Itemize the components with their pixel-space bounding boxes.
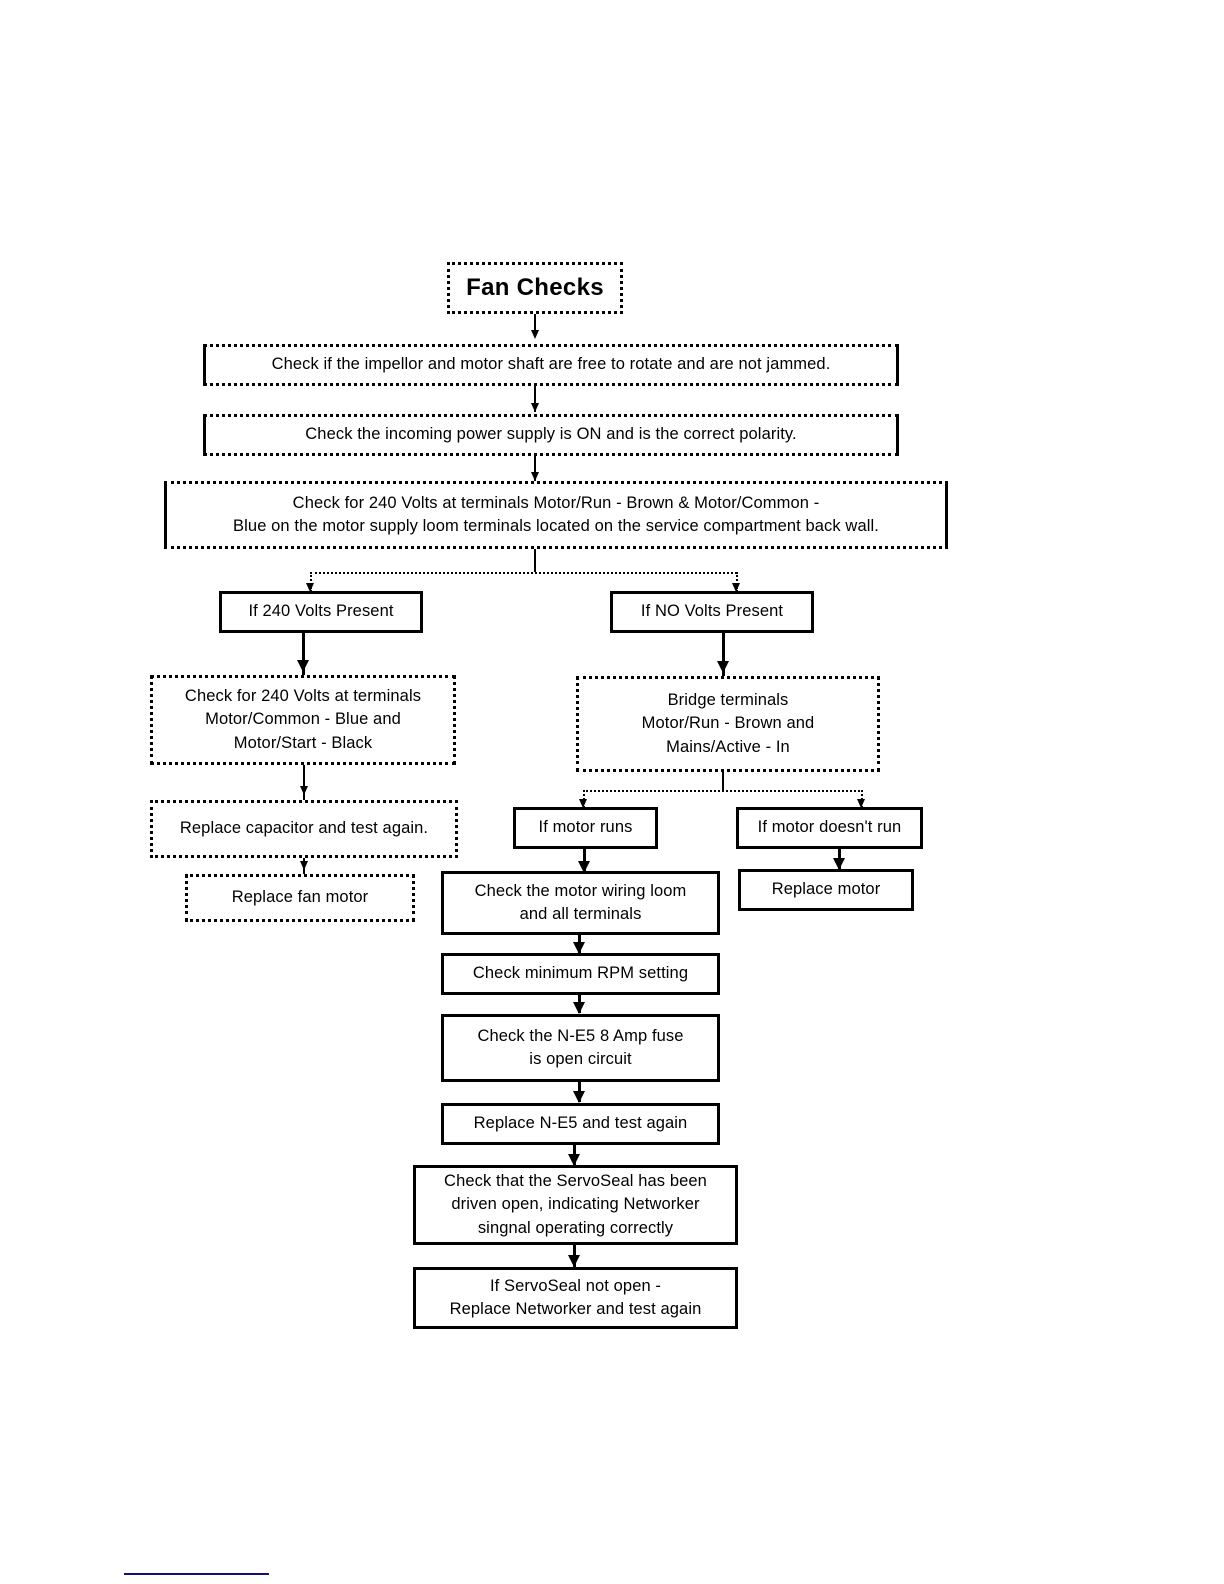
node-label: Check the N-E5 8 Amp fuse is open circui…	[477, 1026, 684, 1068]
node-label: Check the motor wiring loom and all term…	[474, 881, 687, 923]
connector-motor-split-bus	[583, 790, 863, 792]
node-if-motor-doesnt-run: If motor doesn't run	[736, 807, 923, 849]
node-label: Check minimum RPM setting	[472, 964, 689, 983]
node-label: If NO Volts Present	[640, 602, 784, 621]
node-if-motor-runs: If motor runs	[513, 807, 658, 849]
node-check-minimum-rpm: Check minimum RPM setting	[441, 953, 720, 995]
node-check-power-supply: Check the incoming power supply is ON an…	[203, 414, 899, 456]
node-label: Replace motor	[771, 880, 881, 899]
footer-rule	[124, 1573, 269, 1575]
node-label: If ServoSeal not open - Replace Networke…	[449, 1276, 702, 1318]
node-label: Check for 240 Volts at terminals Motor/C…	[184, 686, 422, 752]
arrowhead-check-terminals	[297, 660, 309, 672]
connector-check-terminals-to-capacitor	[303, 765, 305, 800]
arrowhead-volts-present	[306, 583, 314, 592]
node-check-ne5-fuse: Check the N-E5 8 Amp fuse is open circui…	[441, 1014, 720, 1082]
node-replace-fan-motor: Replace fan motor	[185, 874, 415, 922]
node-label: Check the incoming power supply is ON an…	[305, 425, 797, 444]
node-replace-capacitor: Replace capacitor and test again.	[150, 800, 458, 858]
arrowhead-check-rpm	[573, 942, 585, 954]
arrowhead-replace-motor	[833, 858, 845, 870]
connector-volts-present-to-check-terminals	[302, 633, 305, 675]
arrowhead-check-fuse	[573, 1002, 585, 1014]
connector-impellor-to-power	[534, 386, 536, 412]
arrowhead-bridge-terminals	[717, 661, 729, 673]
arrowhead-impellor	[531, 330, 539, 339]
node-label: Check for 240 Volts at terminals Motor/R…	[233, 493, 879, 535]
node-label: Check if the impellor and motor shaft ar…	[271, 355, 831, 374]
node-label: Fan Checks	[466, 273, 604, 301]
connector-branch-left-drop	[310, 572, 312, 592]
node-label: If 240 Volts Present	[248, 602, 394, 621]
node-if-no-volts-present: If NO Volts Present	[610, 591, 814, 633]
arrowhead-no-volts	[732, 583, 740, 592]
node-label: Replace capacitor and test again.	[179, 819, 429, 838]
connector-bridge-stem	[722, 772, 724, 790]
node-label: If motor doesn't run	[757, 818, 902, 837]
arrowhead-power	[531, 403, 539, 412]
node-label: Replace N-E5 and test again	[473, 1114, 688, 1133]
connector-branch-right-drop	[736, 572, 738, 592]
arrowhead-check-wiring-loom	[578, 861, 590, 873]
arrowhead-replace-fan-motor	[300, 861, 308, 870]
node-replace-ne5: Replace N-E5 and test again	[441, 1103, 720, 1145]
node-check-servoseal: Check that the ServoSeal has been driven…	[413, 1165, 738, 1245]
node-check-wiring-loom: Check the motor wiring loom and all term…	[441, 871, 720, 935]
arrowhead-replace-networker	[568, 1255, 580, 1267]
node-bridge-terminals: Bridge terminals Motor/Run - Brown and M…	[576, 676, 880, 772]
node-check-terminals-motor-common: Check for 240 Volts at terminals Motor/C…	[150, 675, 456, 765]
connector-no-volts-to-bridge	[722, 633, 725, 676]
node-label: Bridge terminals Motor/Run - Brown and M…	[641, 690, 815, 756]
node-check-240-volts-supply-loom: Check for 240 Volts at terminals Motor/R…	[164, 481, 948, 549]
connector-power-to-240v	[534, 456, 536, 482]
node-replace-networker: If ServoSeal not open - Replace Networke…	[413, 1267, 738, 1329]
node-label: If motor runs	[538, 818, 633, 837]
node-check-impellor: Check if the impellor and motor shaft ar…	[203, 344, 899, 386]
arrowhead-240v	[531, 472, 539, 481]
node-if-240-volts-present: If 240 Volts Present	[219, 591, 423, 633]
node-label: Check that the ServoSeal has been driven…	[444, 1171, 707, 1237]
arrowhead-check-servoseal	[568, 1154, 580, 1166]
arrowhead-replace-capacitor	[300, 786, 308, 795]
node-label: Replace fan motor	[231, 888, 369, 907]
arrowhead-if-motor-runs	[579, 799, 587, 808]
node-replace-motor: Replace motor	[738, 869, 914, 911]
connector-title-to-impellor	[534, 314, 536, 336]
node-fan-checks-title: Fan Checks	[447, 262, 623, 314]
connector-240v-stem	[534, 549, 536, 572]
connector-branch-bus	[310, 572, 737, 574]
arrowhead-if-motor-doesnt-run	[857, 799, 865, 808]
arrowhead-replace-ne5	[573, 1091, 585, 1103]
